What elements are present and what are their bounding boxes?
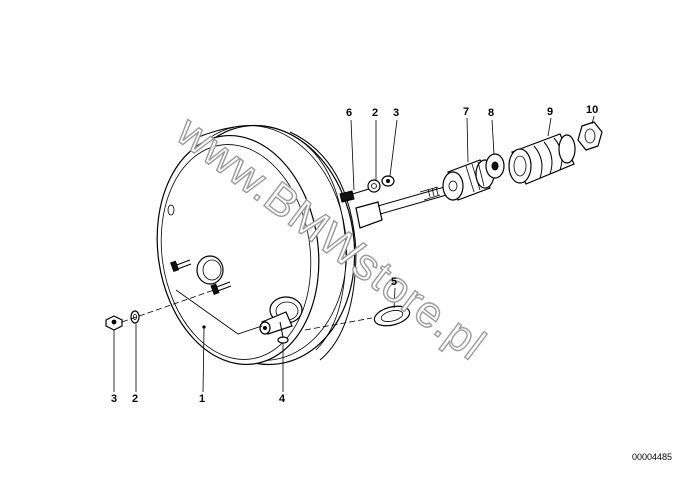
callout-labels: 6 2 3 7 8 9 10 5 3 2 1 4 bbox=[111, 104, 598, 405]
nut-washer-bottom-left bbox=[105, 310, 140, 331]
callout-2-top: 2 bbox=[372, 107, 378, 119]
callout-3-top: 3 bbox=[393, 107, 399, 119]
nut-part-10 bbox=[577, 121, 603, 151]
callout-4: 4 bbox=[279, 393, 286, 405]
callout-10: 10 bbox=[586, 104, 598, 116]
callout-6-top: 6 bbox=[346, 107, 352, 119]
leader-lines bbox=[113, 115, 595, 393]
callout-9: 9 bbox=[547, 106, 553, 118]
assembly-lines bbox=[121, 289, 373, 335]
callout-5: 5 bbox=[391, 276, 397, 288]
callout-7: 7 bbox=[463, 106, 469, 118]
washer-part-8 bbox=[485, 153, 505, 179]
callout-2-bottom: 2 bbox=[132, 393, 138, 405]
boot-part-9 bbox=[508, 133, 576, 185]
o-ring-part-5 bbox=[373, 305, 411, 327]
check-valve-connector bbox=[259, 296, 303, 344]
callout-8: 8 bbox=[488, 107, 494, 119]
callout-1: 1 bbox=[199, 393, 205, 405]
callout-3-bottom: 3 bbox=[111, 393, 117, 405]
image-code: 00004485 bbox=[632, 452, 672, 462]
push-rod-assembly bbox=[339, 175, 451, 229]
filter-part-7 bbox=[442, 159, 495, 201]
